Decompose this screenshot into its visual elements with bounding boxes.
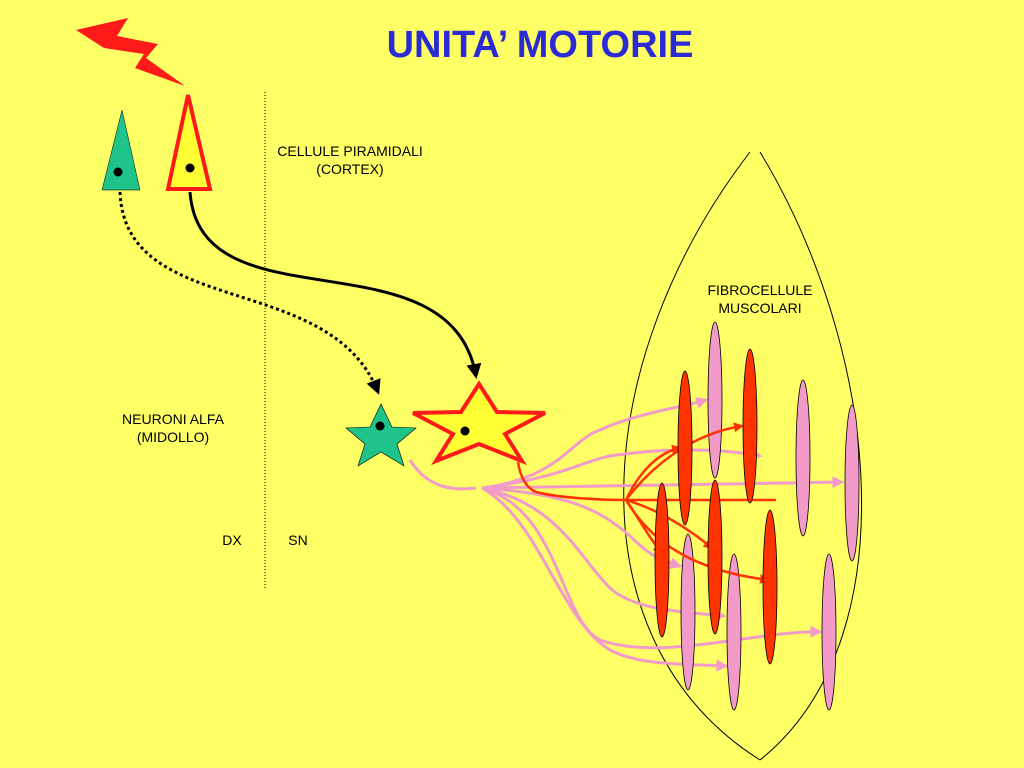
pyramidal-cell-right-nucleus — [185, 163, 195, 173]
red-fiber — [762, 509, 778, 665]
left-side-label: DX — [222, 532, 242, 548]
pyramidal-cells-label: CELLULE PIRAMIDALI (CORTEX) — [277, 143, 423, 177]
pink-fiber — [726, 553, 742, 711]
pink-fiber-group — [680, 321, 860, 711]
pink-fiber — [821, 553, 837, 711]
red-fiber — [654, 482, 670, 638]
red-fiber — [677, 370, 693, 526]
alpha-neuron-left — [345, 403, 417, 467]
pink-fiber — [707, 321, 723, 479]
red-axon-group — [516, 422, 776, 584]
pyramidal-cell-right — [165, 94, 213, 191]
pyramidal-cell-left — [101, 109, 141, 191]
red-fiber — [707, 479, 723, 635]
alpha-neurons-label: NEURONI ALFA (MIDOLLO) — [122, 411, 224, 445]
alpha-neuron-left-nucleus — [375, 421, 385, 431]
alpha-neuron-right — [412, 380, 546, 466]
slide-title: UNITA’ MOTORIE — [386, 24, 694, 66]
left-corticospinal-tract — [118, 191, 381, 395]
pink-fiber — [844, 404, 860, 562]
pyramidal-cell-left-nucleus — [113, 167, 123, 177]
red-fiber-group — [654, 348, 778, 665]
right-corticospinal-tract — [188, 191, 482, 379]
muscle-outline-right — [759, 151, 863, 761]
right-side-label: SN — [288, 532, 308, 548]
pink-fiber — [680, 533, 696, 691]
muscle-outline-left — [623, 151, 761, 761]
pink-fiber — [795, 379, 811, 537]
muscle-fibers-label: FIBROCELLULE MUSCOLARI — [707, 282, 813, 316]
lightning-bolt-icon — [76, 18, 185, 86]
alpha-neuron-right-nucleus — [460, 426, 470, 436]
red-fiber — [742, 348, 758, 504]
